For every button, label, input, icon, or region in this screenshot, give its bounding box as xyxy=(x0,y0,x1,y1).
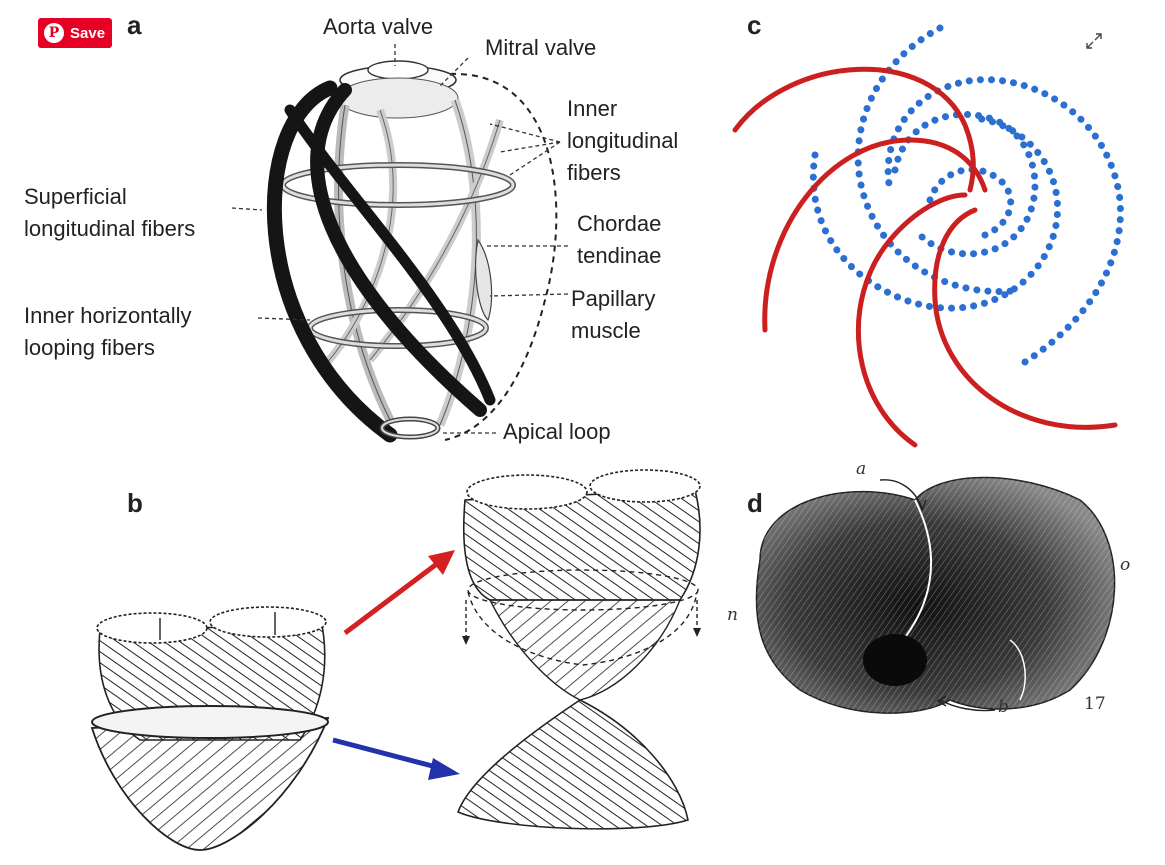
panel-d-label-n: n xyxy=(727,605,738,625)
panel-d-figure-number: 17 xyxy=(1084,694,1106,714)
panel-a-letter: a xyxy=(127,10,142,40)
label-apical-loop: Apical loop xyxy=(503,419,611,444)
label-mitral-valve: Mitral valve xyxy=(485,35,597,60)
label-inner-longitudinal-2: longitudinal xyxy=(567,128,679,153)
label-inner-horizontal-1: Inner horizontally xyxy=(24,303,192,328)
label-inner-longitudinal-1: Inner xyxy=(567,96,618,121)
pinterest-icon: P xyxy=(44,23,64,43)
panel-d-label-o: o xyxy=(1120,555,1131,575)
save-button[interactable]: P Save xyxy=(38,18,112,48)
label-superficial-1: Superficial xyxy=(24,184,127,209)
panel-c-letter: c xyxy=(747,10,762,40)
panel-b-letter: b xyxy=(127,488,143,518)
label-chordae-1: Chordae xyxy=(577,211,662,236)
label-chordae-2: tendinae xyxy=(577,243,662,268)
label-superficial-2: longitudinal fibers xyxy=(24,216,196,241)
label-aorta-valve: Aorta valve xyxy=(323,14,434,39)
label-papillary-1: Papillary xyxy=(571,286,656,311)
panel-d-letter: d xyxy=(747,488,763,518)
panel-d-label-b: b xyxy=(998,697,1009,717)
expand-icon[interactable] xyxy=(1084,31,1104,51)
save-button-label: Save xyxy=(70,24,106,42)
panel-d-label-a: a xyxy=(856,459,867,479)
label-inner-horizontal-2: looping fibers xyxy=(24,335,155,360)
label-inner-longitudinal-3: fibers xyxy=(567,160,621,185)
label-papillary-2: muscle xyxy=(571,318,641,343)
